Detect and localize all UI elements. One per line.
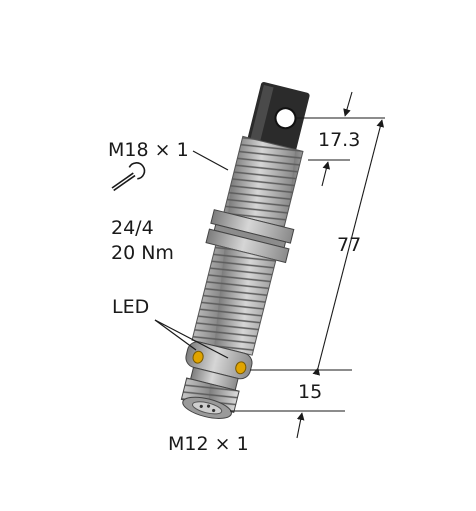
- arrow-head-bottom: [321, 161, 331, 187]
- sensor-head: [247, 81, 310, 153]
- lower-thread: [191, 244, 277, 356]
- dim-connector-length: 15: [298, 381, 322, 403]
- led-indicator-right: [235, 361, 247, 375]
- label-connector-thread: M12 × 1: [168, 433, 249, 455]
- upper-thread: [223, 135, 304, 228]
- connector-m12: [180, 366, 240, 419]
- leader-led-1: [154, 319, 197, 351]
- label-thread-main: M18 × 1: [108, 139, 189, 161]
- label-wrench-size: 24/4: [111, 217, 154, 239]
- dim-total-length: 77: [337, 234, 361, 256]
- leader-thread: [192, 150, 229, 171]
- dimension-lines: [230, 91, 385, 439]
- wrench-icon: [111, 162, 146, 192]
- dim-line-77: [312, 119, 384, 376]
- sensor-body: [180, 81, 310, 419]
- dim-head-height: 17.3: [318, 129, 360, 151]
- led-indicator-left: [192, 350, 204, 364]
- leader-led-2: [154, 319, 229, 359]
- arrow-head-top: [343, 91, 353, 117]
- label-torque: 20 Nm: [111, 242, 174, 264]
- leader-lines: [154, 150, 229, 359]
- arrow-connector-bottom: [296, 412, 305, 439]
- label-led: LED: [112, 296, 149, 318]
